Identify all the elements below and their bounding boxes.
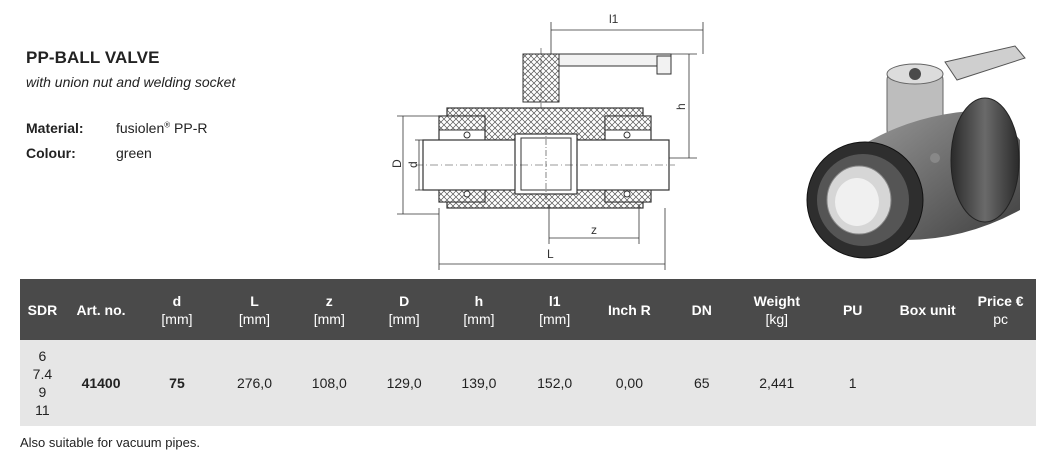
col-header-sdr: SDR xyxy=(20,279,65,340)
cell-L: 276,0 xyxy=(216,340,293,426)
col-header-h: h[mm] xyxy=(441,279,516,340)
col-header-pu: PU xyxy=(815,279,891,340)
table-header-row: SDR Art. no. d[mm] L[mm] z[mm] D[mm] h[m… xyxy=(20,279,1036,340)
cell-weight: 2,441 xyxy=(738,340,816,426)
cell-price xyxy=(965,340,1036,426)
cell-d: 75 xyxy=(137,340,217,426)
cell-inch-r: 0,00 xyxy=(593,340,666,426)
dim-label-l1: l1 xyxy=(609,12,619,26)
technical-drawing: l1 h D d z L xyxy=(390,12,704,270)
col-header-l1: l1[mm] xyxy=(515,279,594,340)
col-header-art-no: Art. no. xyxy=(64,279,138,340)
col-header-box-unit: Box unit xyxy=(890,279,966,340)
registered-mark: ® xyxy=(164,120,171,130)
dim-label-d: d xyxy=(406,161,420,168)
cell-z: 108,0 xyxy=(292,340,367,426)
product-subtitle: with union nut and welding socket xyxy=(26,74,236,90)
col-header-d: d[mm] xyxy=(137,279,217,340)
col-header-L: L[mm] xyxy=(216,279,293,340)
cell-pu: 1 xyxy=(815,340,891,426)
cell-dn: 65 xyxy=(665,340,739,426)
cell-D: 129,0 xyxy=(366,340,442,426)
cell-l1: 152,0 xyxy=(515,340,594,426)
footnote: Also suitable for vacuum pipes. xyxy=(20,435,200,450)
colour-value: green xyxy=(116,145,152,161)
colour-label: Colour: xyxy=(26,145,76,161)
col-header-z: z[mm] xyxy=(292,279,367,340)
cell-box-unit xyxy=(890,340,966,426)
col-header-dn: DN xyxy=(665,279,739,340)
cell-h: 139,0 xyxy=(441,340,516,426)
material-spec: Material: fusiolen® PP-R xyxy=(26,120,208,136)
cell-sdr: 6 7.4 9 11 xyxy=(20,340,65,426)
material-suffix: PP-R xyxy=(170,120,208,136)
col-header-weight: Weight[kg] xyxy=(738,279,816,340)
col-header-price: Price €pc xyxy=(965,279,1036,340)
dim-label-z: z xyxy=(591,223,597,237)
material-label: Material: xyxy=(26,120,84,136)
cell-art-no: 41400 xyxy=(64,340,138,426)
product-photo xyxy=(806,45,1026,259)
material-value: fusiolen xyxy=(116,120,165,136)
table-row: 6 7.4 9 11 41400 75 276,0 108,0 129,0 13… xyxy=(20,340,1036,426)
col-header-D: D[mm] xyxy=(366,279,442,340)
dim-label-h: h xyxy=(674,103,688,110)
dim-label-L: L xyxy=(547,247,554,261)
dim-label-D: D xyxy=(390,159,404,168)
specification-table: SDR Art. no. d[mm] L[mm] z[mm] D[mm] h[m… xyxy=(20,279,1036,426)
product-title: PP-BALL VALVE xyxy=(26,48,160,67)
colour-spec: Colour: green xyxy=(26,145,152,161)
col-header-inch-r: Inch R xyxy=(593,279,666,340)
